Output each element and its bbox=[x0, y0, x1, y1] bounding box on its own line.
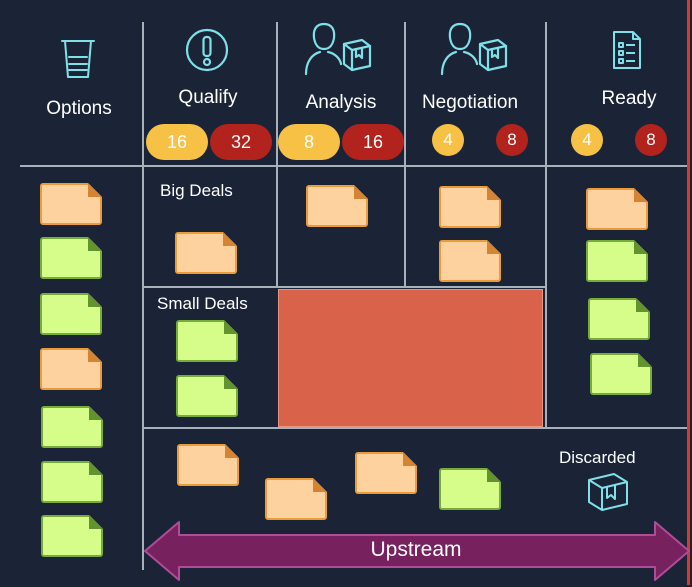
column-title-qualify: Qualify bbox=[178, 87, 238, 108]
card-ready-2[interactable] bbox=[586, 240, 648, 282]
card-option-1[interactable] bbox=[40, 183, 102, 225]
checklist-icon bbox=[611, 30, 643, 70]
alert-circle-icon bbox=[183, 26, 231, 74]
column-title-negotiation: Negotiation bbox=[421, 92, 519, 113]
boundary-line bbox=[687, 0, 690, 585]
person-with-box-icon bbox=[304, 20, 374, 76]
trash-bin-icon bbox=[59, 37, 97, 81]
card-ready-4[interactable] bbox=[590, 353, 652, 395]
card-option-4[interactable] bbox=[40, 348, 102, 390]
card-qualify-small-1[interactable] bbox=[176, 320, 238, 362]
card-option-7[interactable] bbox=[41, 515, 103, 557]
card-option-5[interactable] bbox=[41, 406, 103, 448]
card-qualify-small-2[interactable] bbox=[176, 375, 238, 417]
upstream-arrow bbox=[143, 520, 692, 582]
wip-min-badge-qualify: 16 bbox=[146, 124, 208, 160]
wip-max-badge-ready: 8 bbox=[635, 124, 667, 156]
card-option-6[interactable] bbox=[41, 461, 103, 503]
card-option-2[interactable] bbox=[40, 237, 102, 279]
lane-label-discarded: Discarded bbox=[559, 448, 636, 467]
column-title-ready: Ready bbox=[601, 88, 657, 109]
lane-label-small-deals: Small Deals bbox=[157, 294, 248, 313]
wip-min-badge-negotiation: 4 bbox=[432, 124, 464, 156]
divider-qualify bbox=[276, 22, 278, 286]
wip-max-badge-qualify: 32 bbox=[210, 124, 272, 160]
wip-min-badge-analysis: 8 bbox=[278, 124, 340, 160]
card-ready-1[interactable] bbox=[586, 188, 648, 230]
column-title-options: Options bbox=[46, 98, 112, 119]
lane-divider bbox=[143, 286, 546, 288]
card-qualify-big-1[interactable] bbox=[175, 232, 237, 274]
header-divider bbox=[20, 165, 690, 167]
upstream-label: Upstream bbox=[370, 538, 462, 561]
person-with-box-icon bbox=[440, 20, 510, 76]
divider-analysis bbox=[404, 22, 406, 286]
card-discarded-3[interactable] bbox=[355, 452, 417, 494]
divider-negotiation bbox=[545, 22, 547, 428]
divider-options bbox=[142, 22, 144, 570]
card-discarded-1[interactable] bbox=[177, 444, 239, 486]
card-negotiation-big-1[interactable] bbox=[439, 186, 501, 228]
wip-max-badge-analysis: 16 bbox=[342, 124, 404, 160]
card-discarded-4[interactable] bbox=[439, 468, 501, 510]
lane-label-big-deals: Big Deals bbox=[160, 181, 233, 200]
card-ready-3[interactable] bbox=[588, 298, 650, 340]
card-analysis-big-1[interactable] bbox=[306, 185, 368, 227]
card-option-3[interactable] bbox=[40, 293, 102, 335]
card-discarded-2[interactable] bbox=[265, 478, 327, 520]
discarded-divider bbox=[143, 427, 690, 429]
column-title-analysis: Analysis bbox=[305, 92, 377, 113]
wip-max-badge-negotiation: 8 bbox=[496, 124, 528, 156]
blocked-area bbox=[278, 289, 543, 427]
wip-min-badge-ready: 4 bbox=[571, 124, 603, 156]
box-icon bbox=[586, 470, 630, 512]
card-negotiation-big-2[interactable] bbox=[439, 240, 501, 282]
